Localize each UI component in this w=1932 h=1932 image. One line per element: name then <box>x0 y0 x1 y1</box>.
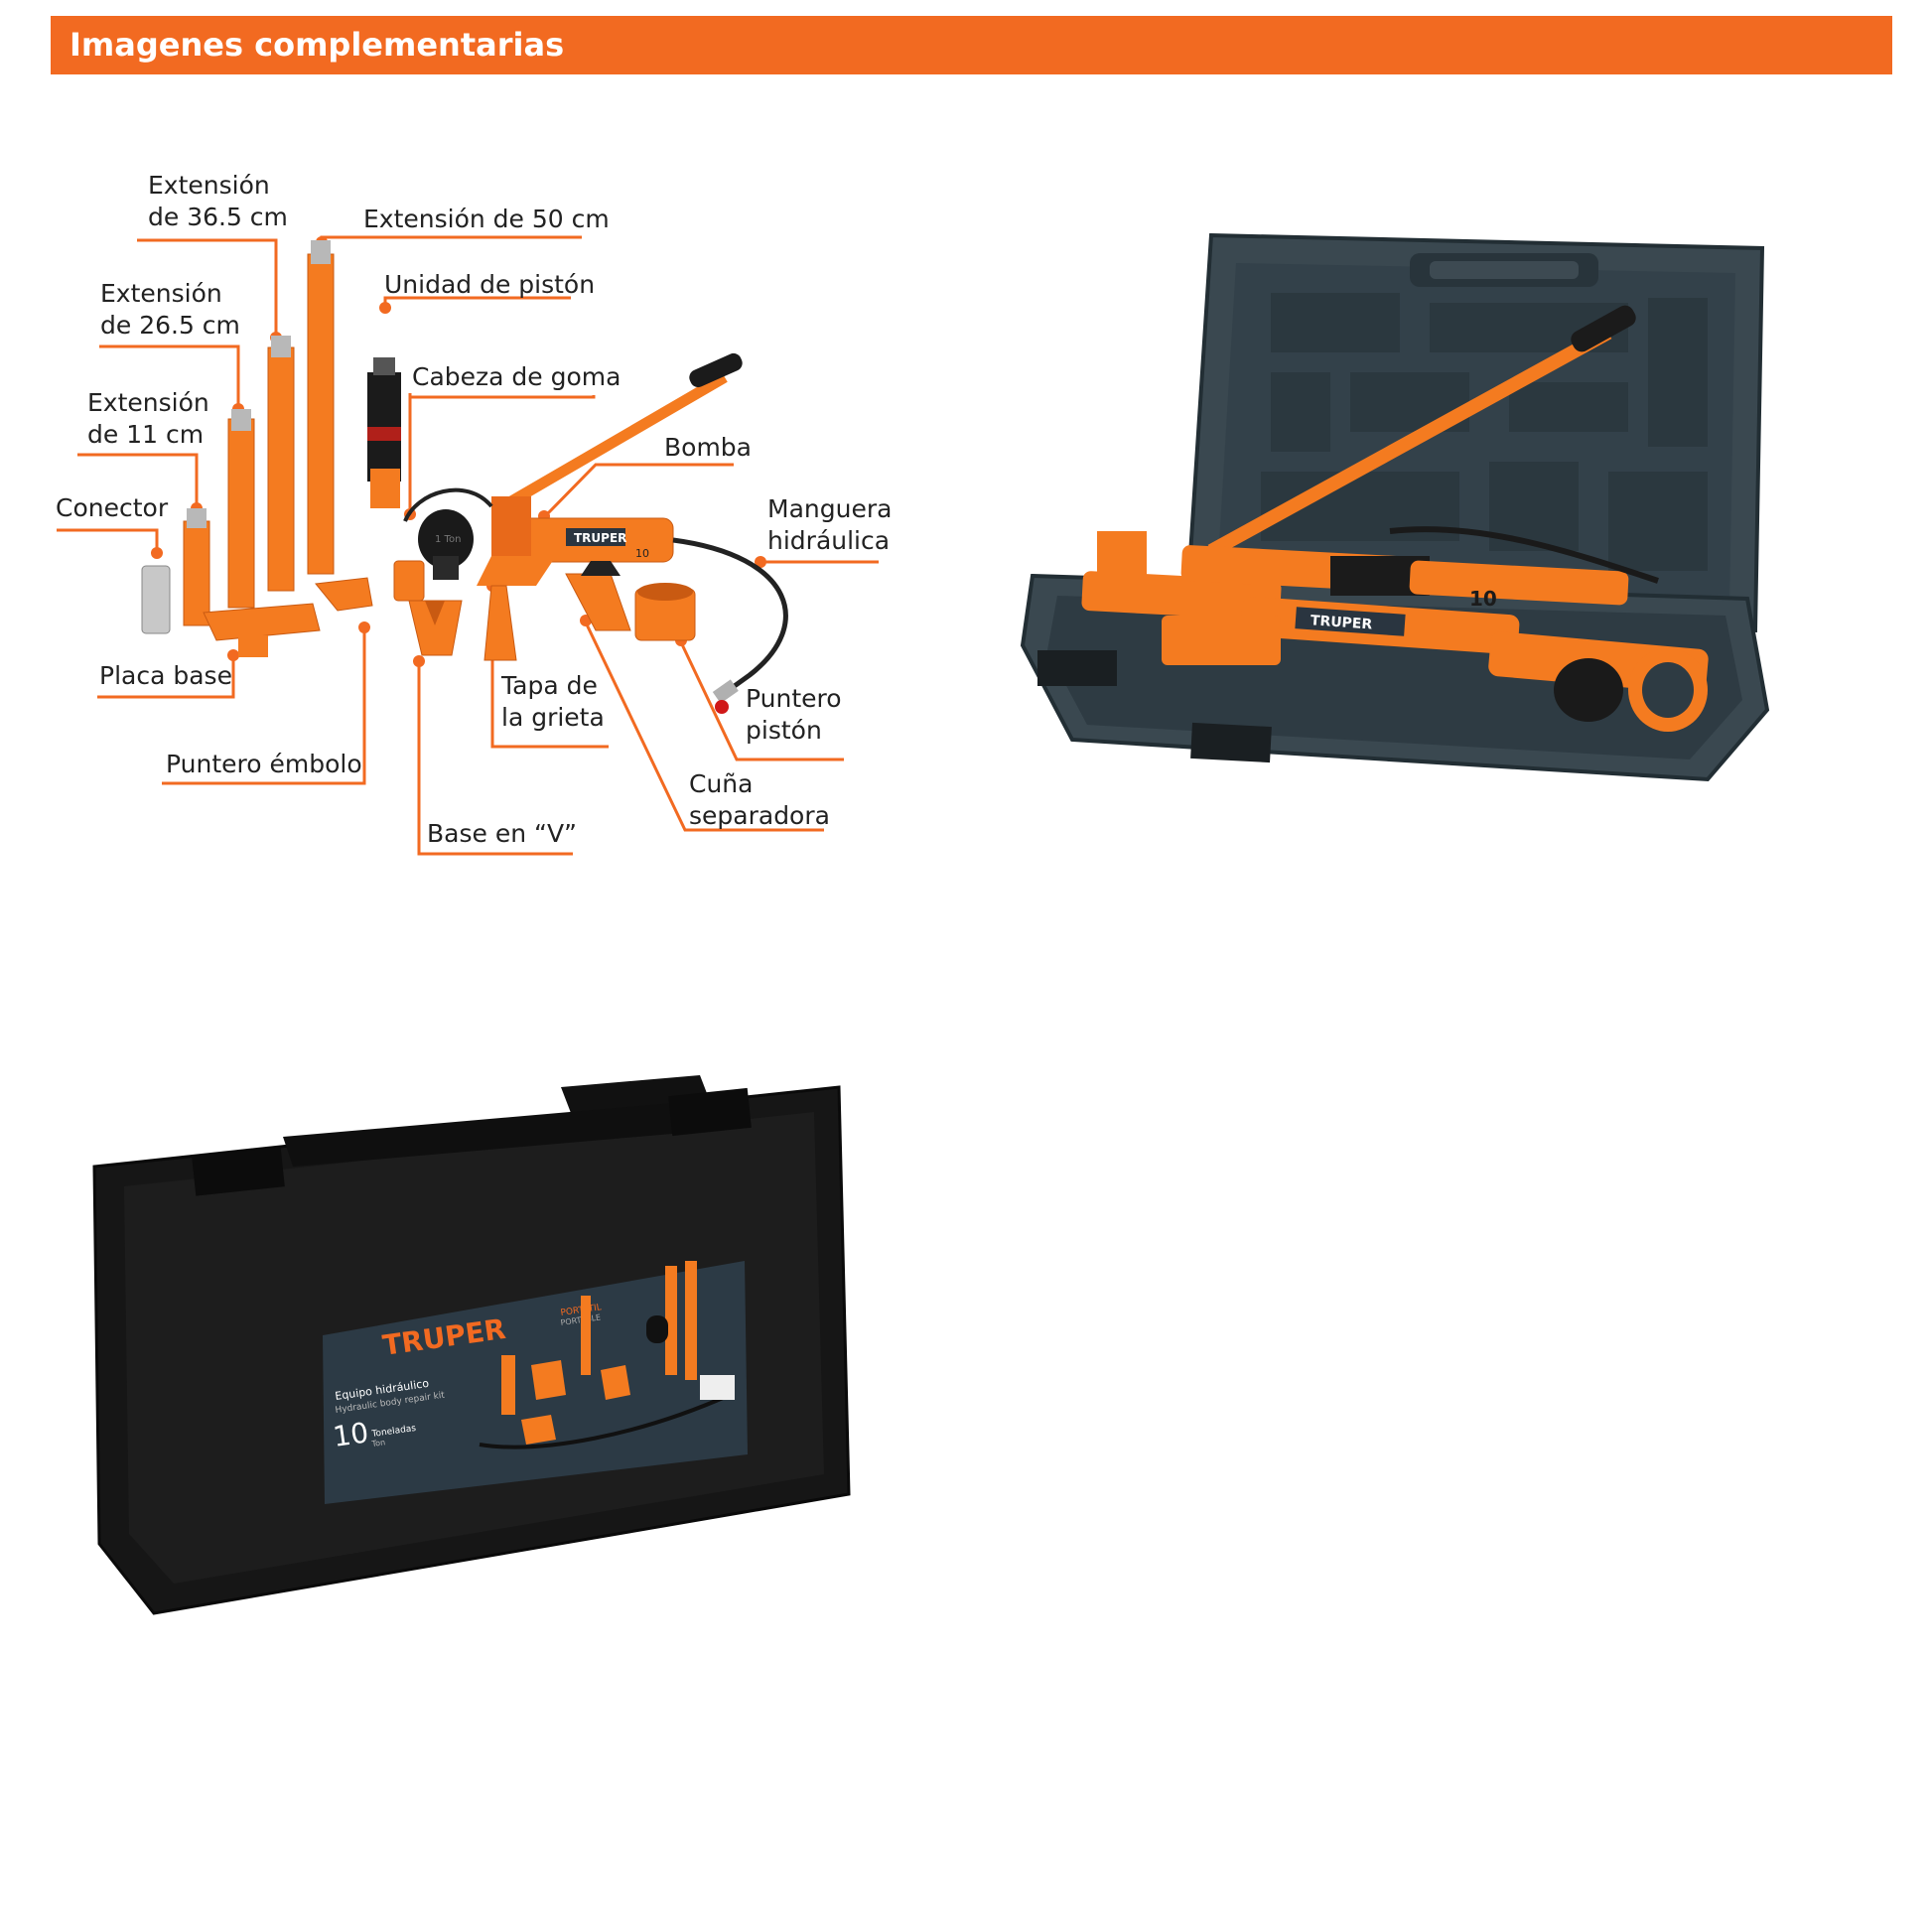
label-crack-cap: Tapa de la grieta <box>501 671 605 732</box>
label-pump: Bomba <box>664 433 752 462</box>
hydraulic-hose <box>672 537 788 696</box>
svg-text:10: 10 <box>1469 587 1497 611</box>
section-header: Imagenes complementarias <box>51 16 1892 74</box>
label-extension-26: Extensión de 26.5 cm <box>100 279 240 340</box>
components-illustration: 1 Ton TRUPER 10 <box>57 235 879 856</box>
label-extension-36: Extensión de 36.5 cm <box>148 171 288 231</box>
closed-case-image: TRUPER PORTÁTIL PORTABLE Equipo hidráuli… <box>84 1067 859 1623</box>
label-hydraulic-hose: Manguera hidráulica <box>767 494 893 555</box>
svg-text:TRUPER: TRUPER <box>1310 613 1372 632</box>
rubber-head: 1 Ton <box>418 509 474 580</box>
label-extension-50: Extensión de 50 cm <box>363 205 610 233</box>
plunger-tip-part <box>315 577 373 612</box>
svg-text:Ton: Ton <box>370 1438 386 1449</box>
hydraulic-pump: TRUPER 10 <box>477 352 743 586</box>
label-base-plate: Placa base <box>99 661 232 690</box>
closed-case-illustration: TRUPER PORTÁTIL PORTABLE Equipo hidráuli… <box>92 1075 851 1615</box>
svg-text:10: 10 <box>331 1416 370 1453</box>
piston-tip-part <box>634 583 696 641</box>
piston-unit <box>367 357 401 508</box>
wedge-part <box>565 561 631 631</box>
section-title: Imagenes complementarias <box>69 26 565 64</box>
label-piston-unit: Unidad de pistón <box>384 270 596 299</box>
connector-part <box>141 565 171 634</box>
open-case-image: TRUPER 10 <box>1013 223 1777 809</box>
label-piston-tip: Puntero pistón <box>746 684 842 745</box>
svg-text:1 Ton: 1 Ton <box>435 534 461 545</box>
label-plunger-tip: Puntero émbolo <box>166 750 362 778</box>
svg-text:10: 10 <box>635 547 649 560</box>
crack-cap-part <box>483 585 517 661</box>
label-connector: Conector <box>56 493 169 522</box>
base-plate-part <box>203 603 321 657</box>
svg-text:TRUPER: TRUPER <box>574 531 626 545</box>
open-case-illustration: TRUPER 10 <box>1020 232 1770 782</box>
components-diagram: 1 Ton TRUPER 10 <box>40 159 903 864</box>
label-v-base: Base en “V” <box>427 819 578 848</box>
label-rubber-head: Cabeza de goma <box>412 362 621 391</box>
label-extension-11: Extensión de 11 cm <box>87 388 209 449</box>
label-wedge: Cuña separadora <box>689 769 830 830</box>
extension-tubes <box>183 240 335 626</box>
